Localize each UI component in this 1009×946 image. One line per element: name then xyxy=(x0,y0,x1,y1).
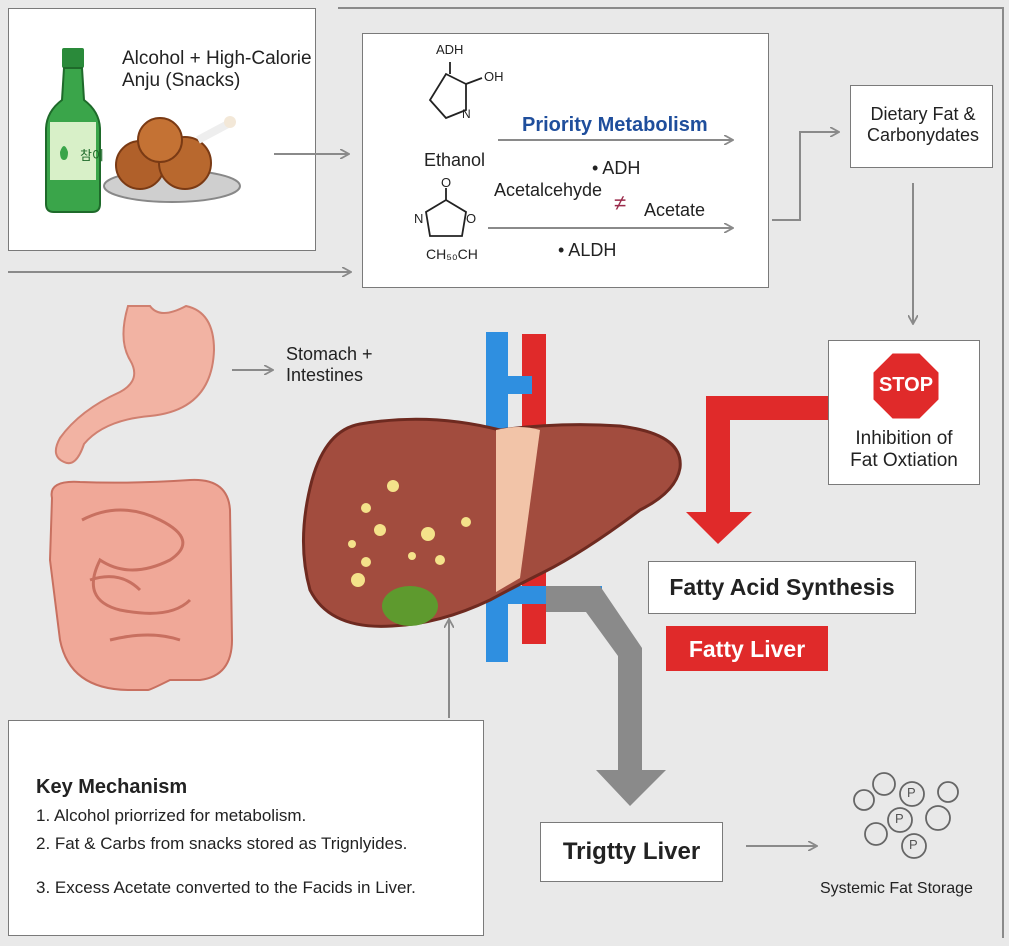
storage-label: Systemic Fat Storage xyxy=(820,880,973,897)
fat-cell-glyph: P xyxy=(907,785,916,800)
adh-molecule-oh: OH xyxy=(484,69,504,84)
aldh-enzyme-label: • ALDH xyxy=(558,240,617,260)
metabolism-box xyxy=(362,33,769,288)
digestive-label: Stomach + Intestines xyxy=(286,344,373,385)
fried-chicken-icon xyxy=(103,116,241,203)
ring-o-top: O xyxy=(441,175,452,190)
inhibition-arrow xyxy=(686,396,828,544)
trigtty-label: Trigtty Liver xyxy=(562,838,701,865)
ring-formula: CH₅₀CH xyxy=(426,246,478,262)
adh-molecule-label: ADH xyxy=(436,42,464,57)
inhibition-label: Inhibition of Fat Oxtiation xyxy=(850,428,958,471)
acetaldehyde-label: Acetalcehyde xyxy=(494,180,603,200)
synthesis-box xyxy=(648,561,916,614)
acetate-label: Acetate xyxy=(644,200,706,220)
intestines-icon xyxy=(48,478,234,691)
mechanism-box xyxy=(8,720,484,936)
priority-label: Priority Metabolism xyxy=(522,114,708,136)
adh-enzyme-label: • ADH xyxy=(592,158,641,178)
fat-cell-glyph: P xyxy=(895,811,904,826)
adh-molecule-icon xyxy=(428,62,483,120)
trigtty-box xyxy=(540,822,723,882)
mechanism-point-2: 2. Fat & Carbs from snacks stored as Tri… xyxy=(36,834,408,853)
synthesis-label: Fatty Acid Synthesis xyxy=(669,574,895,600)
adh-molecule-n: N xyxy=(462,107,471,121)
trigtty-arrow xyxy=(546,586,666,806)
soju-bottle-icon xyxy=(45,48,101,213)
liver-icon xyxy=(301,417,682,628)
fatty-liver-box xyxy=(666,626,828,671)
input-title: Alcohol + High-Calorie Anju (Snacks) xyxy=(122,48,312,91)
acetate-ring-icon xyxy=(425,188,467,237)
ring-n: N xyxy=(414,211,424,226)
mechanism-point-1: 1. Alcohol priorrized for metabolism. xyxy=(36,806,307,825)
dietary-box xyxy=(850,85,993,168)
fat-cells-icon xyxy=(853,772,959,859)
fat-cell-glyph: P xyxy=(909,837,918,852)
ethanol-label: Ethanol xyxy=(424,150,486,170)
stop-sign-icon xyxy=(870,350,942,422)
bottle-label: 참이 xyxy=(80,149,104,164)
fatty-liver-label: Fatty Liver xyxy=(688,636,806,662)
mechanism-point-3: 3. Excess Acetate converted to the Facid… xyxy=(36,878,416,897)
connector-lines xyxy=(8,7,1004,938)
ring-o: O xyxy=(466,211,477,226)
stomach-icon xyxy=(54,304,216,465)
cross-mark: ≠ xyxy=(614,190,627,215)
stop-sign-text: STOP xyxy=(878,374,934,396)
mechanism-title: Key Mechanism xyxy=(36,776,188,798)
dietary-label: Dietary Fat & Carbonydates xyxy=(866,104,980,145)
